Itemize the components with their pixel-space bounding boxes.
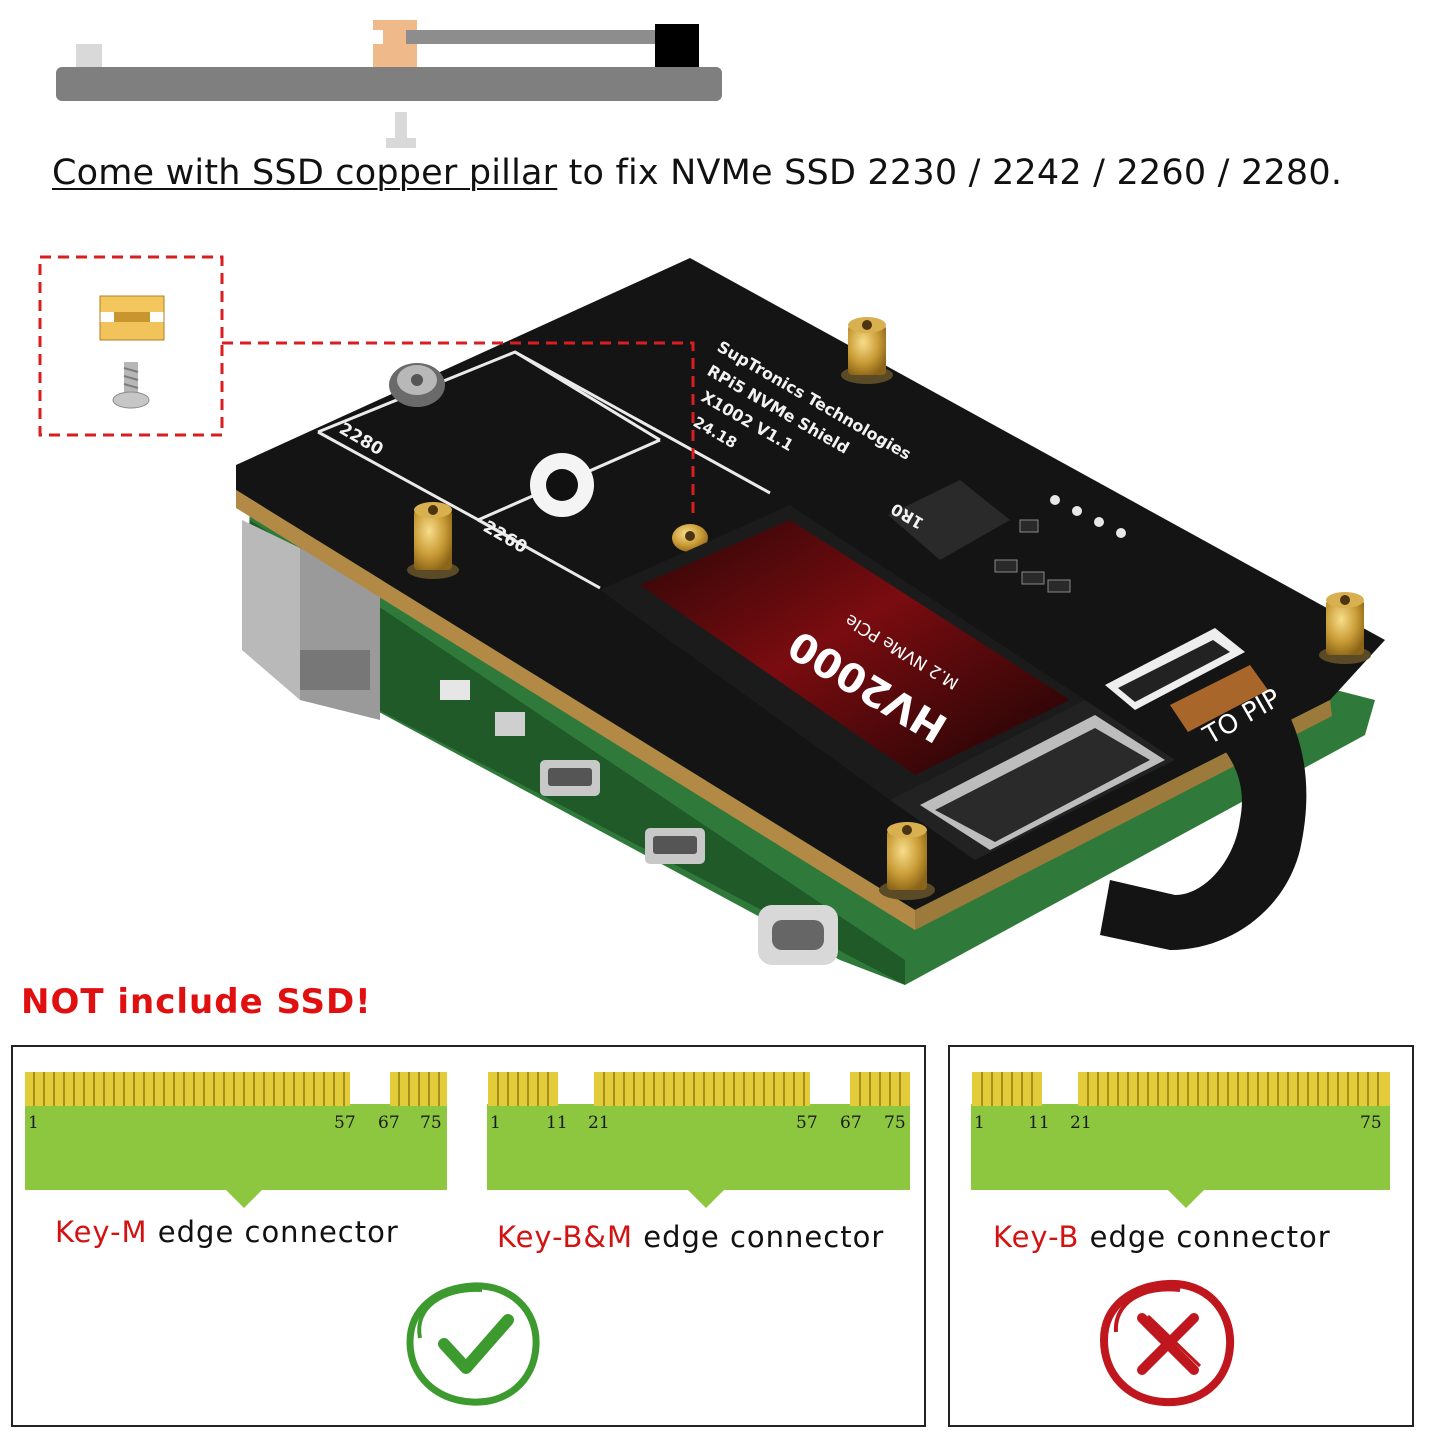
pin-label: 67 bbox=[378, 1113, 400, 1133]
ribbon-cable bbox=[1100, 660, 1307, 950]
diagram-standoff-left bbox=[76, 44, 102, 68]
brass-pillar-icon bbox=[99, 295, 165, 341]
key-b-connector-diagram: 1 11 21 75 bbox=[971, 1072, 1390, 1208]
pin-label: 57 bbox=[334, 1113, 356, 1133]
pin-label: 21 bbox=[588, 1113, 610, 1133]
check-icon bbox=[406, 1282, 540, 1406]
pin-label: 1 bbox=[28, 1113, 39, 1133]
pillar-callout-box bbox=[38, 255, 224, 437]
caption: Come with SSD copper pillar to fix NVMe … bbox=[52, 153, 1342, 193]
diagram-pcb-base bbox=[56, 67, 722, 101]
pin-label: 11 bbox=[546, 1113, 568, 1133]
key-bm-suffix: edge connector bbox=[633, 1220, 885, 1254]
key-m-suffix: edge connector bbox=[147, 1215, 399, 1249]
pin-label: 21 bbox=[1070, 1113, 1092, 1133]
screw-diagram-icon bbox=[386, 112, 416, 148]
pin-label: 57 bbox=[796, 1113, 818, 1133]
key-bm-connector-diagram: 1 11 21 57 67 75 bbox=[487, 1072, 910, 1208]
standoff-left bbox=[407, 502, 459, 579]
key-m-label: Key-M bbox=[55, 1215, 148, 1249]
pin-label: 1 bbox=[490, 1113, 501, 1133]
pin-label: 75 bbox=[884, 1113, 906, 1133]
standoff-top bbox=[841, 317, 893, 384]
key-m-connector-diagram: 1 57 67 75 bbox=[25, 1072, 447, 1208]
diagram-ssd-rail bbox=[406, 30, 656, 44]
key-m-caption: Key-M edge connector bbox=[55, 1215, 399, 1249]
product-photo: 2280 2260 SupTronics Technologies RPi5 N… bbox=[38, 255, 1385, 985]
pillar-callout-line bbox=[222, 341, 695, 520]
key-bm-label: Key-B&M bbox=[497, 1220, 634, 1254]
warning-text: NOT include SSD! bbox=[21, 982, 372, 1022]
standoff-bottom bbox=[879, 822, 935, 900]
key-b-suffix: edge connector bbox=[1079, 1220, 1331, 1254]
caption-underlined: Come with SSD copper pillar bbox=[52, 153, 558, 193]
key-bm-caption: Key-B&M edge connector bbox=[497, 1220, 884, 1254]
copper-pillar-diagram-icon bbox=[373, 20, 417, 68]
ethernet-port bbox=[242, 520, 300, 700]
key-b-caption: Key-B edge connector bbox=[993, 1220, 1331, 1254]
screw-icon bbox=[112, 362, 150, 409]
standoff-right bbox=[1319, 592, 1371, 664]
cross-icon bbox=[1099, 1279, 1235, 1407]
pin-label: 75 bbox=[1360, 1113, 1382, 1133]
diagram-m2-socket bbox=[655, 24, 699, 68]
pin-label: 67 bbox=[840, 1113, 862, 1133]
caption-rest: to fix NVMe SSD 2230 / 2242 / 2260 / 228… bbox=[557, 153, 1343, 193]
key-b-label: Key-B bbox=[993, 1220, 1080, 1254]
pin-label: 1 bbox=[974, 1113, 985, 1133]
pin-label: 75 bbox=[420, 1113, 442, 1133]
inductor bbox=[888, 480, 1010, 560]
pin-label: 11 bbox=[1028, 1113, 1050, 1133]
